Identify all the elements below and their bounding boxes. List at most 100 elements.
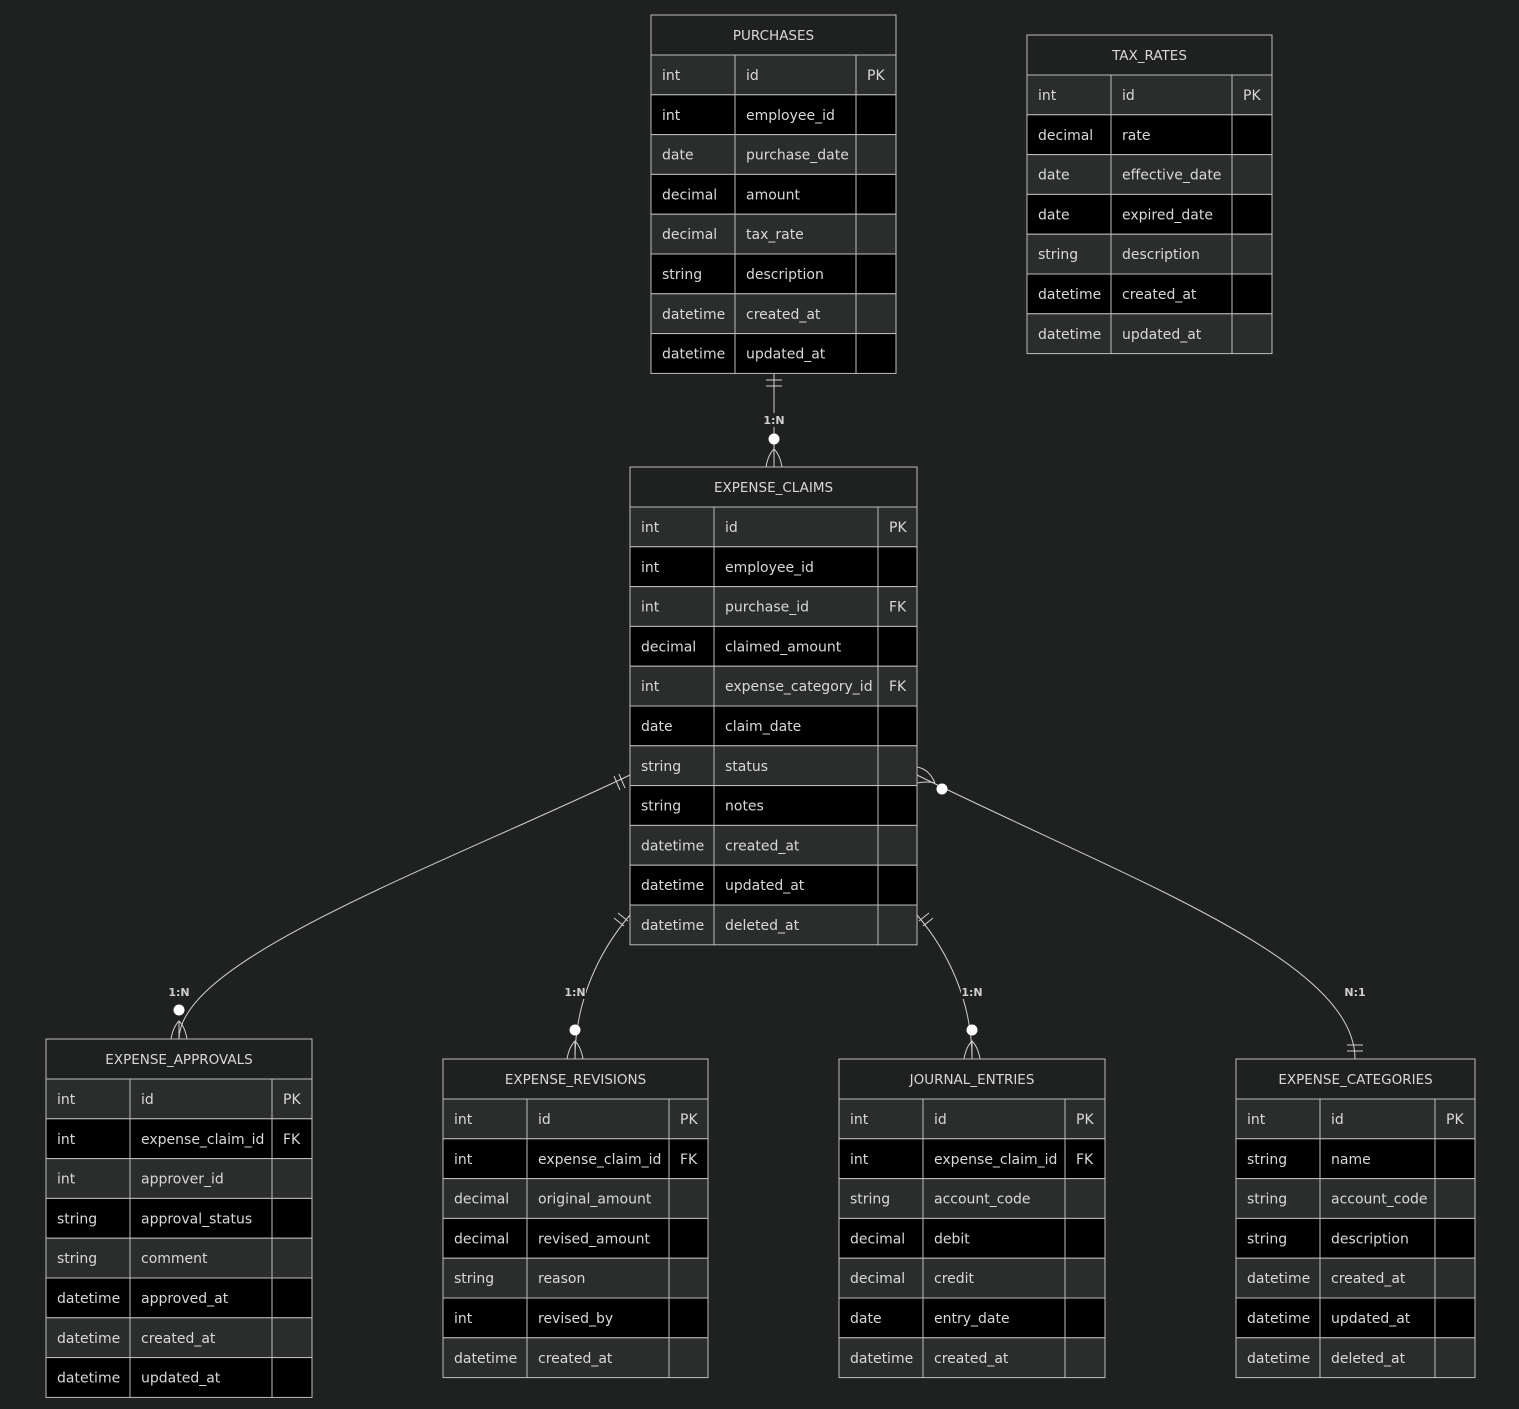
attribute-type: int bbox=[454, 1112, 473, 1128]
attribute-cell bbox=[271, 1277, 313, 1319]
attribute-cell bbox=[271, 1118, 313, 1160]
crows-foot-icon bbox=[916, 766, 936, 784]
attribute-cell bbox=[1231, 193, 1273, 235]
attribute-cell bbox=[650, 213, 736, 255]
entity-header bbox=[1026, 34, 1273, 76]
attribute-cell bbox=[734, 333, 857, 374]
attribute-name: claimed_amount bbox=[725, 639, 842, 655]
one-bar-icon bbox=[613, 917, 625, 927]
attribute-cell bbox=[877, 824, 918, 866]
attribute-cell bbox=[734, 54, 857, 96]
attribute-type: string bbox=[1247, 1192, 1287, 1208]
attribute-type: int bbox=[454, 1152, 473, 1168]
attribute-type: datetime bbox=[57, 1371, 120, 1387]
attribute-cell bbox=[734, 253, 857, 295]
attribute-name: claim_date bbox=[725, 719, 801, 735]
attribute-cell bbox=[1110, 313, 1233, 355]
attribute-cell bbox=[855, 253, 897, 295]
attribute-type: int bbox=[1247, 1112, 1266, 1128]
attribute-cell bbox=[668, 1337, 709, 1379]
relationship-line bbox=[574, 914, 631, 1060]
attribute-type: string bbox=[1247, 1152, 1287, 1168]
attribute-name: description bbox=[1122, 247, 1200, 263]
attribute-cell bbox=[668, 1098, 709, 1140]
attribute-type: int bbox=[641, 679, 660, 695]
attribute-cell bbox=[1231, 313, 1273, 355]
entity-header bbox=[1235, 1058, 1476, 1100]
attribute-cell bbox=[1235, 1337, 1321, 1379]
attribute-cell bbox=[1235, 1098, 1321, 1140]
attribute-name: updated_at bbox=[1331, 1311, 1411, 1327]
attribute-name: deleted_at bbox=[725, 918, 800, 934]
attribute-type: date bbox=[641, 719, 673, 735]
attribute-cell bbox=[855, 94, 897, 136]
attribute-name: id bbox=[1122, 88, 1135, 104]
attribute-name: created_at bbox=[746, 307, 821, 323]
attribute-cell bbox=[1064, 1297, 1106, 1339]
attribute-name: updated_at bbox=[725, 878, 805, 894]
attribute-cell bbox=[713, 785, 879, 826]
attribute-name: comment bbox=[141, 1251, 208, 1267]
entity-header bbox=[838, 1058, 1106, 1100]
attribute-name: id bbox=[538, 1112, 551, 1128]
attribute-cell bbox=[877, 705, 918, 747]
attribute-cell bbox=[629, 785, 715, 826]
attribute-key: FK bbox=[680, 1152, 698, 1168]
attribute-name: updated_at bbox=[141, 1371, 221, 1387]
relationship-expense-claims-to-expense-categories: N:1 bbox=[916, 766, 1366, 1060]
entity-title: EXPENSE_APPROVALS bbox=[105, 1052, 252, 1068]
attribute-cell bbox=[129, 1277, 273, 1319]
attribute-cell bbox=[271, 1197, 313, 1239]
cardinality-label: N:1 bbox=[1344, 986, 1365, 999]
attribute-key: PK bbox=[1446, 1112, 1464, 1128]
attribute-cell bbox=[271, 1158, 313, 1199]
attribute-type: date bbox=[1038, 168, 1070, 184]
attribute-name: id bbox=[725, 520, 738, 536]
attribute-key: PK bbox=[680, 1112, 698, 1128]
entity-title: EXPENSE_CATEGORIES bbox=[1278, 1072, 1432, 1088]
attribute-cell bbox=[1231, 154, 1273, 195]
entity-header bbox=[629, 466, 918, 508]
attribute-cell bbox=[1434, 1138, 1476, 1180]
zero-circle-icon bbox=[936, 783, 948, 795]
attribute-cell bbox=[668, 1297, 709, 1339]
entity-title: TAX_RATES bbox=[1111, 48, 1187, 64]
attribute-key: PK bbox=[283, 1092, 301, 1108]
attribute-type: decimal bbox=[850, 1271, 905, 1287]
attribute-type: string bbox=[57, 1211, 97, 1227]
attribute-cell bbox=[1064, 1178, 1106, 1219]
attribute-key: FK bbox=[283, 1132, 301, 1148]
one-bar-icon bbox=[918, 912, 930, 922]
attribute-type: datetime bbox=[1038, 287, 1101, 303]
attribute-type: decimal bbox=[454, 1231, 509, 1247]
zero-circle-icon bbox=[966, 1024, 978, 1036]
attribute-type: decimal bbox=[662, 227, 717, 243]
attribute-cell bbox=[1235, 1138, 1321, 1180]
attribute-cell bbox=[1434, 1217, 1476, 1259]
attribute-cell bbox=[838, 1178, 924, 1219]
attribute-cell bbox=[855, 173, 897, 215]
attribute-cell bbox=[1064, 1138, 1106, 1180]
attribute-cell bbox=[629, 745, 715, 787]
attribute-name: amount bbox=[746, 187, 801, 203]
attribute-type: int bbox=[662, 108, 681, 124]
